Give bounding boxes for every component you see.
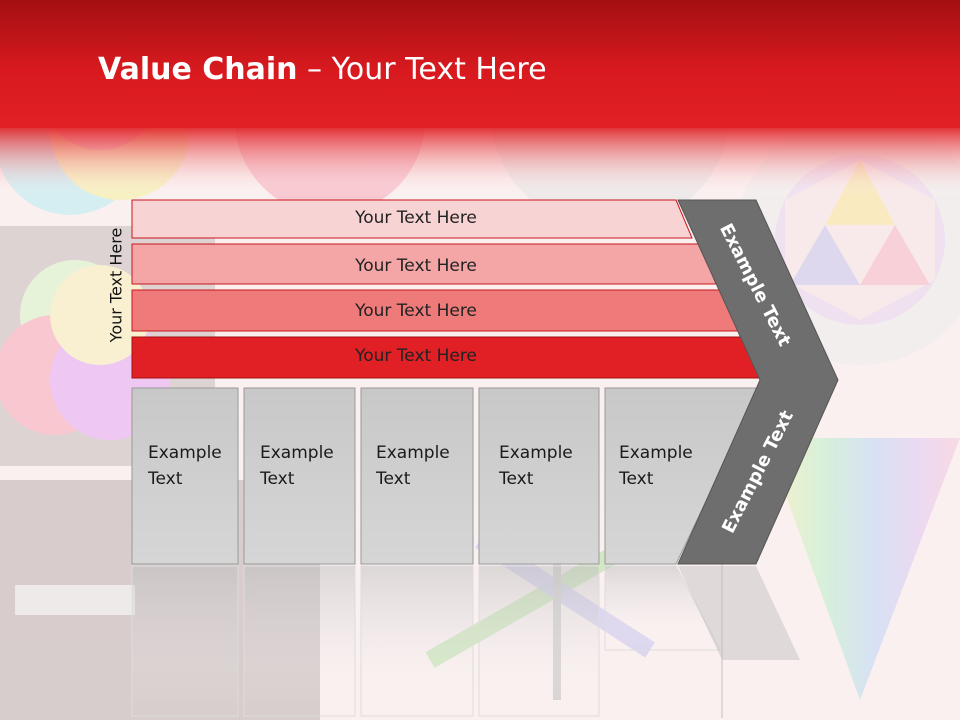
- box-3: [360, 387, 474, 565]
- box-text-4-line1: Example: [499, 443, 573, 463]
- box-text-4: Example Text: [499, 440, 573, 492]
- title-bold: Value Chain: [98, 52, 298, 87]
- box-text-4-line2: Text: [499, 469, 534, 489]
- box-text-3: Example Text: [376, 440, 450, 492]
- box-text-2: Example Text: [260, 440, 334, 492]
- box-5: [604, 387, 761, 565]
- row-bar-1: [131, 199, 693, 239]
- title-rest: – Your Text Here: [297, 52, 547, 87]
- row-label-3: Your Text Here: [355, 301, 477, 321]
- row-label-1: Your Text Here: [355, 208, 477, 228]
- header-fade: [0, 128, 960, 198]
- box-1: [131, 387, 239, 565]
- side-label: Your Text Here: [106, 227, 126, 343]
- row-label-4: Your Text Here: [355, 346, 477, 366]
- page-title: Value Chain – Your Text Here: [98, 52, 547, 87]
- box-text-2-line2: Text: [260, 469, 295, 489]
- row-label-2: Your Text Here: [355, 256, 477, 276]
- box-text-5: Example Text: [619, 440, 693, 492]
- header-band: [0, 0, 960, 128]
- box-text-1-line2: Text: [148, 469, 183, 489]
- chevron-arrow: [677, 199, 839, 565]
- box-text-1-line1: Example: [148, 443, 222, 463]
- box-text-1: Example Text: [148, 440, 222, 492]
- box-text-2-line1: Example: [260, 443, 334, 463]
- box-text-5-line1: Example: [619, 443, 693, 463]
- box-text-3-line1: Example: [376, 443, 450, 463]
- box-text-5-line2: Text: [619, 469, 654, 489]
- box-4: [478, 387, 600, 565]
- box-text-3-line2: Text: [376, 469, 411, 489]
- box-2: [243, 387, 356, 565]
